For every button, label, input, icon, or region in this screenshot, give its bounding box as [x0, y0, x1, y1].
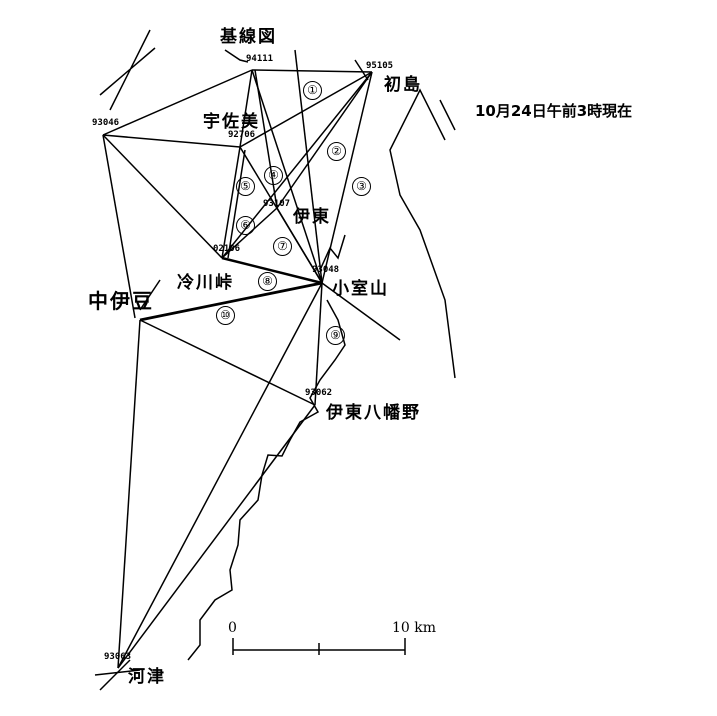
station-code: 93048 — [312, 265, 340, 275]
baseline-label: ① — [303, 81, 322, 100]
baseline-label: ② — [327, 142, 346, 161]
station-name: 小室山 — [332, 279, 389, 299]
baseline-label: ④ — [264, 166, 283, 185]
scale-start: 0 — [228, 620, 237, 636]
station-code: 93063 — [104, 652, 132, 662]
station-code: 92706 — [228, 130, 256, 140]
coastline — [187, 59, 456, 661]
scale-end: 10 km — [392, 620, 437, 636]
station-name: 河津 — [128, 667, 166, 687]
baseline-label: ⑤ — [236, 177, 255, 196]
baseline-label: ⑧ — [258, 272, 277, 291]
baseline-label: ⑥ — [236, 216, 255, 235]
station-name: 初島 — [384, 75, 422, 95]
diagram-title: 基線図 — [220, 27, 277, 47]
station-name: 宇佐美 — [203, 112, 260, 132]
baseline-label: ⑨ — [326, 326, 345, 345]
baseline-label: ⑦ — [273, 237, 292, 256]
station-code: 95105 — [366, 61, 394, 71]
station-name: 伊東 — [293, 207, 331, 227]
station-name: 中伊豆 — [88, 289, 154, 313]
station-code: 93107 — [263, 199, 291, 209]
station-name: 伊東八幡野 — [326, 403, 421, 423]
timestamp: 10月24日午前3時現在 — [475, 102, 633, 120]
station-code: 94111 — [246, 54, 274, 64]
station-name: 冷川峠 — [177, 273, 234, 293]
station-code: 93046 — [92, 118, 120, 128]
baseline-label: ⑩ — [216, 306, 235, 325]
station-code: 02106 — [213, 244, 241, 254]
baseline-label: ③ — [352, 177, 371, 196]
station-code: 93062 — [305, 388, 333, 398]
